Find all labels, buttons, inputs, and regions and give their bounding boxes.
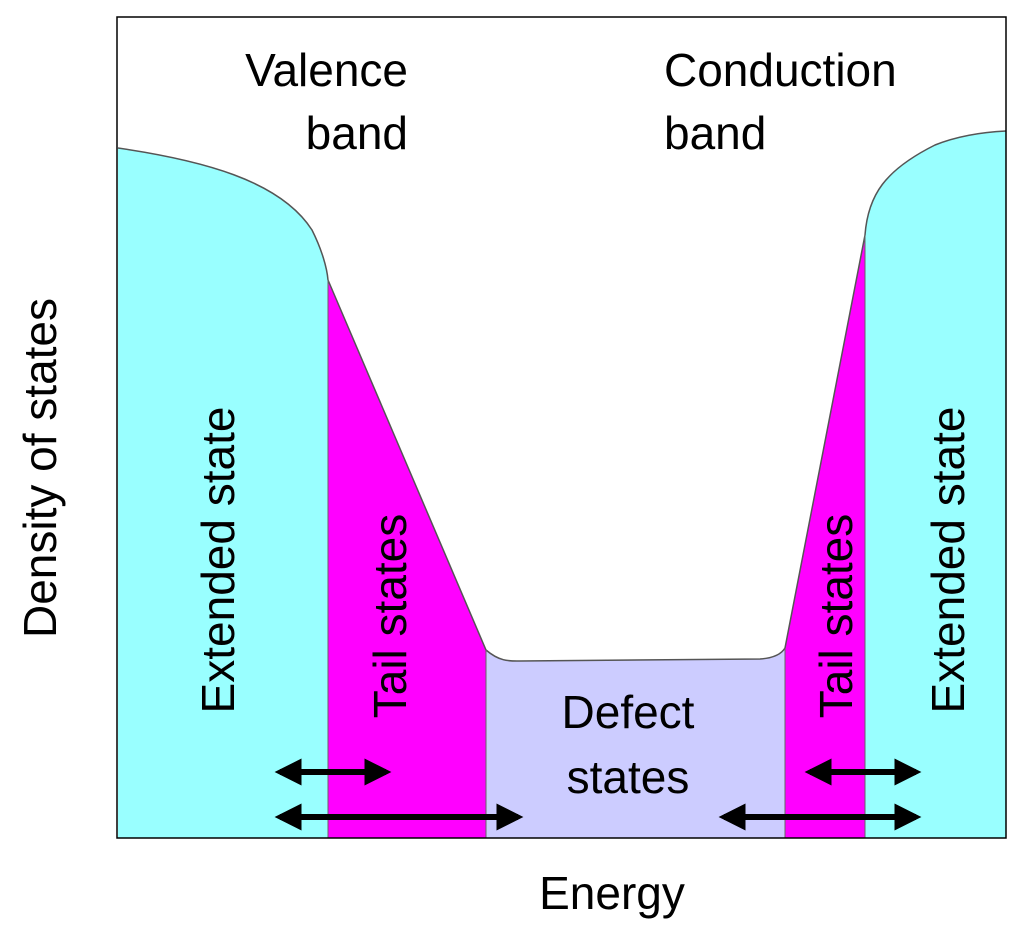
extended-state-right-region <box>865 131 1006 838</box>
plot-frame <box>116 16 1007 839</box>
y-axis-label: Density of states <box>14 298 66 638</box>
extended-state-right-label: Extended state <box>922 407 974 714</box>
valence-band-label-line1: Valence <box>245 44 408 96</box>
conduction-band-label-line1: Conduction <box>664 44 897 96</box>
extended-state-left-region <box>118 148 328 838</box>
extended-state-left-label: Extended state <box>192 407 244 714</box>
density-of-states-curve <box>117 130 1007 662</box>
valence-band-label-line2: band <box>306 107 408 159</box>
tail-states-right-label: Tail states <box>810 514 862 719</box>
defect-states-label-line2: states <box>567 751 690 803</box>
tail-states-left-label: Tail states <box>364 514 416 719</box>
tail-states-left-region <box>328 280 486 838</box>
defect-states-region <box>486 648 785 838</box>
x-axis-label: Energy <box>539 867 685 919</box>
conduction-band-label-line2: band <box>664 107 766 159</box>
defect-states-label-line1: Defect <box>562 686 695 738</box>
tail-states-right-region <box>785 235 865 838</box>
